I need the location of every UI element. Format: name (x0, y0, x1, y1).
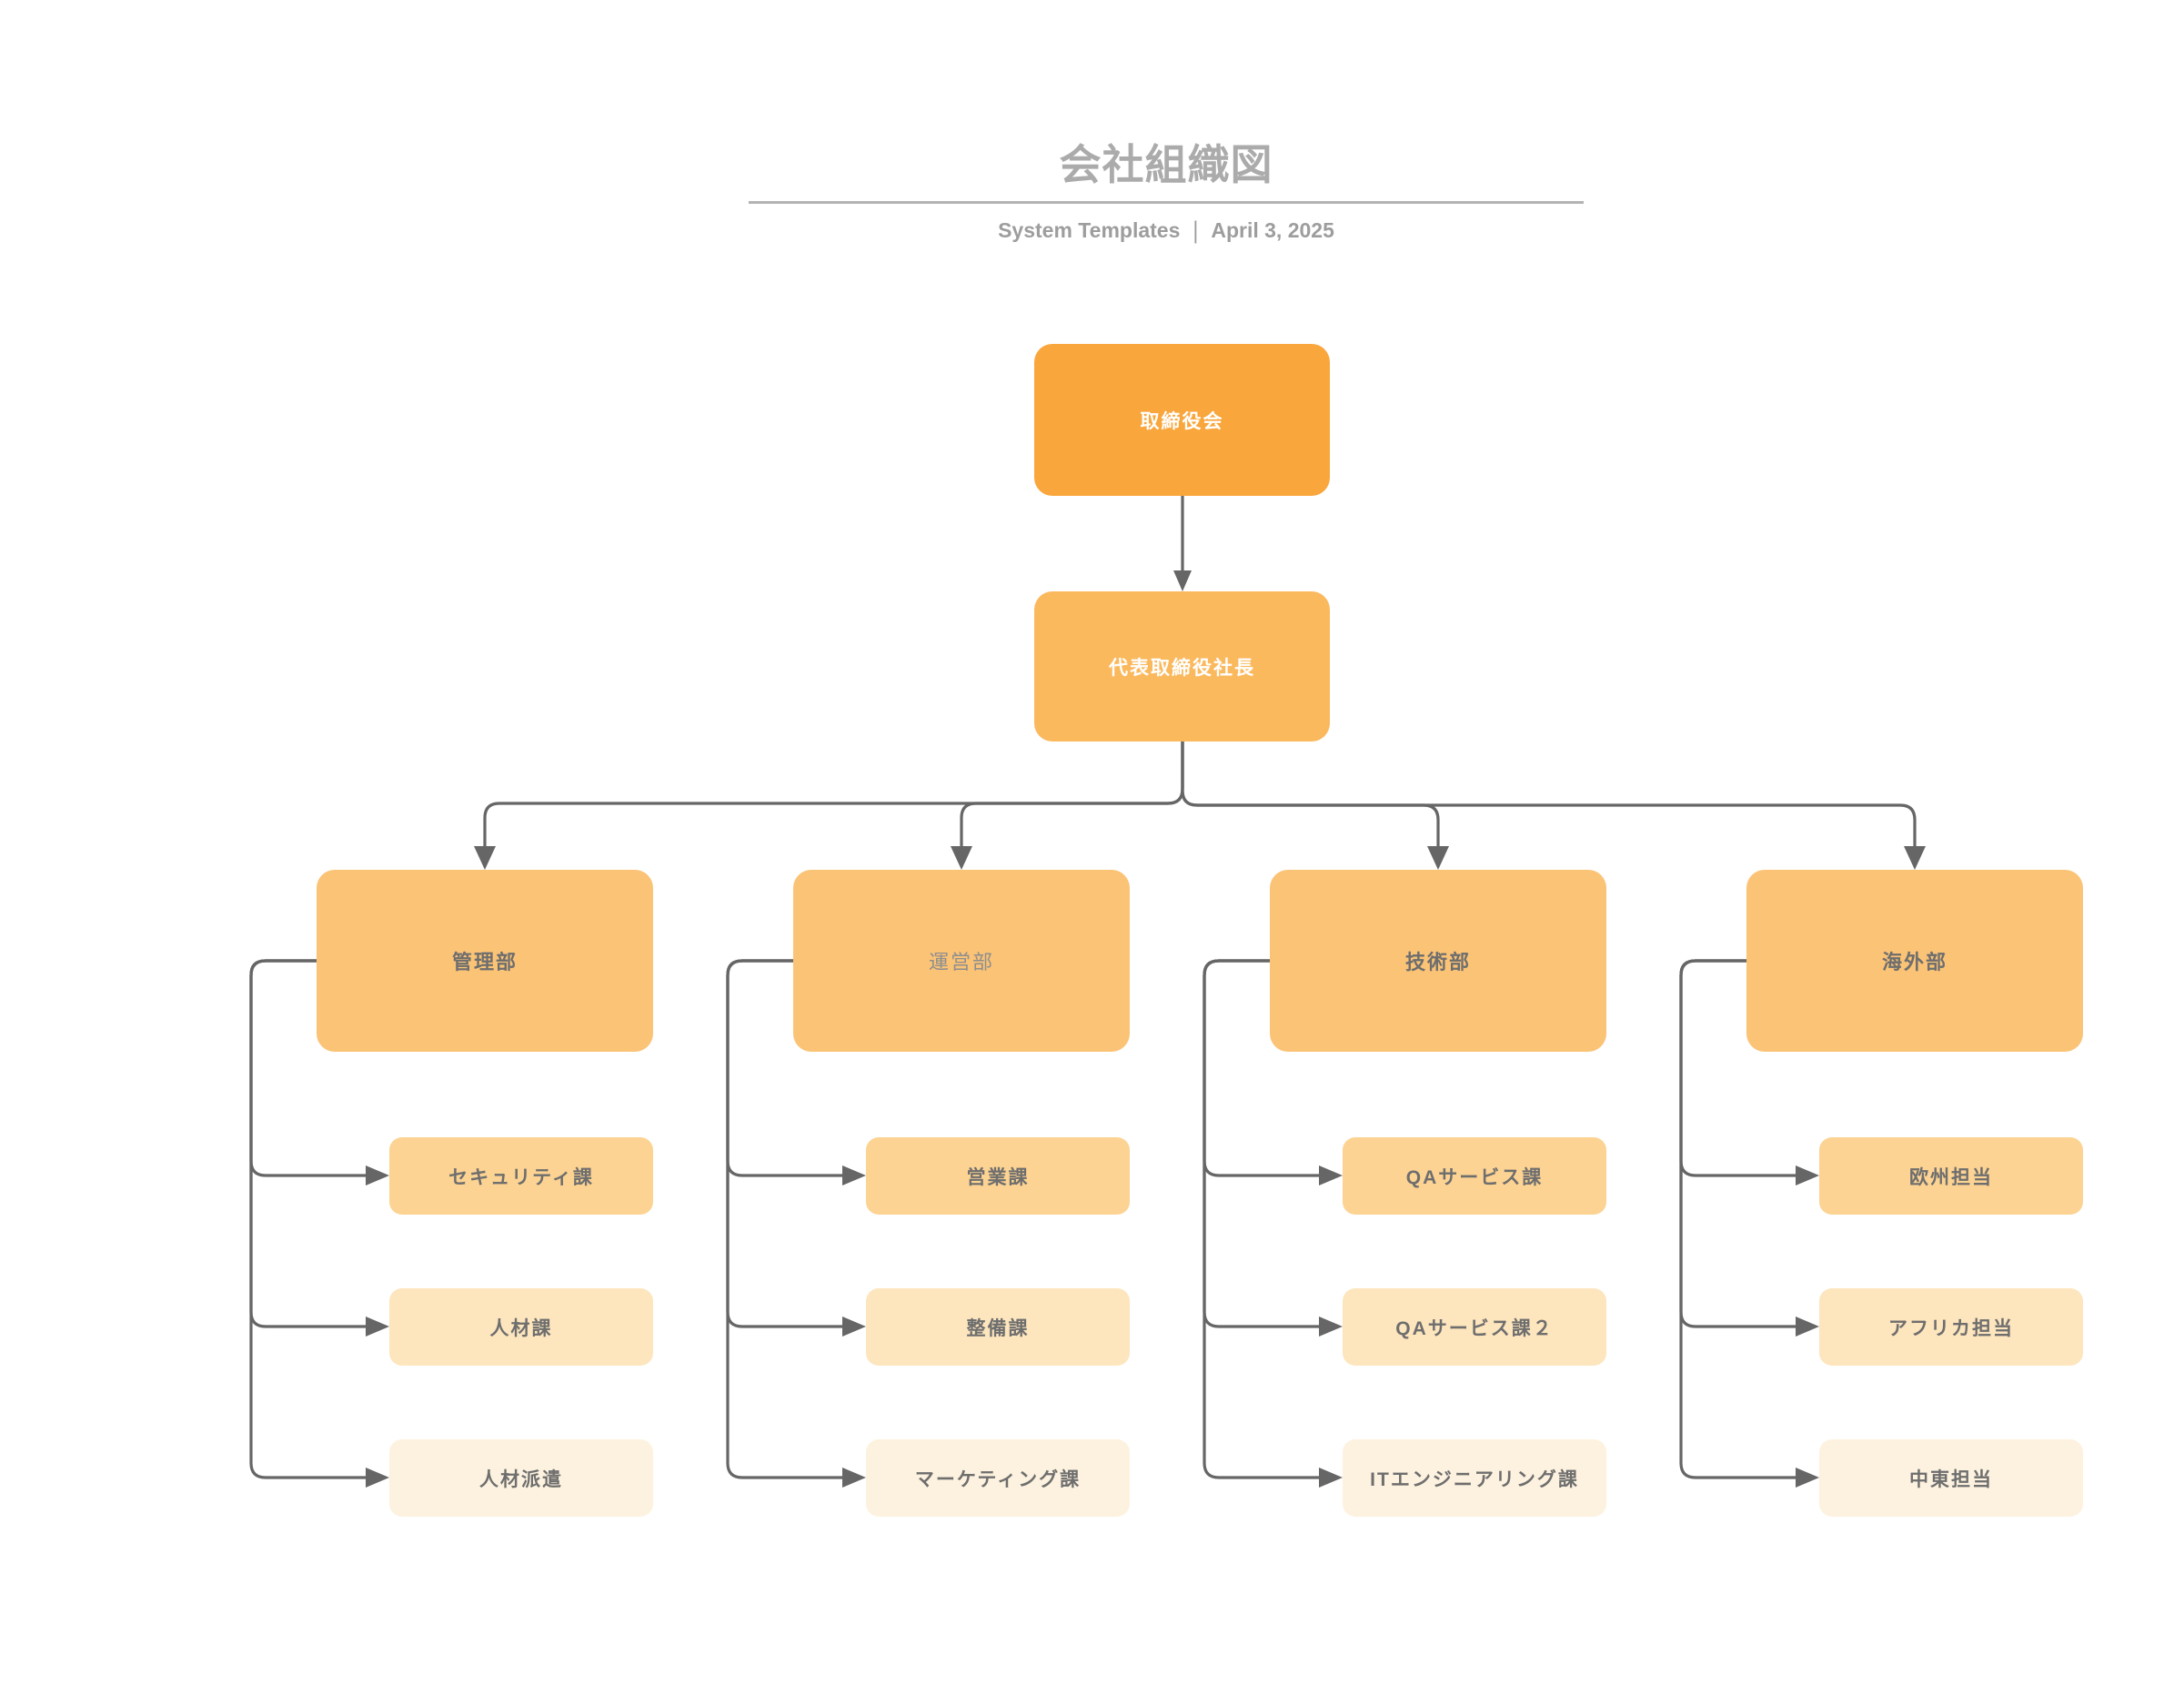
node-child-security[interactable]: セキュリティ課 (389, 1137, 653, 1215)
node-dept-overseas[interactable]: 海外部 (1746, 870, 2083, 1052)
page-title: 会社組織図 (1059, 141, 1273, 188)
connector-dept1-child2 (726, 959, 866, 1488)
node-child-sales[interactable]: 営業課 (866, 1137, 1130, 1215)
node-president[interactable]: 代表取締役社長 (1034, 591, 1330, 742)
node-child-staffing[interactable]: 人材派遣 (389, 1439, 653, 1517)
subtitle: System Templates | April 3, 2025 (749, 216, 1584, 245)
subtitle-separator: | (1193, 216, 1199, 244)
node-child-it-engineering[interactable]: ITエンジニアリング課 (1343, 1439, 1606, 1517)
connector-dept3-child2 (1679, 959, 1819, 1488)
node-child-qa-service-2[interactable]: QAサービス課２ (1343, 1288, 1606, 1366)
node-child-middle-east[interactable]: 中東担当 (1819, 1439, 2083, 1517)
connector-dept2-child2 (1203, 959, 1343, 1488)
node-dept-technology[interactable]: 技術部 (1270, 870, 1606, 1052)
subtitle-author: System Templates (998, 217, 1181, 242)
node-child-qa-service[interactable]: QAサービス課 (1343, 1137, 1606, 1215)
node-dept-admin[interactable]: 管理部 (317, 870, 653, 1052)
connector-dept0-child2 (249, 959, 389, 1488)
node-child-marketing[interactable]: マーケティング課 (866, 1439, 1130, 1517)
node-child-hr[interactable]: 人材課 (389, 1288, 653, 1366)
subtitle-date: April 3, 2025 (1211, 217, 1334, 242)
connector-ceo-dept-3 (1181, 742, 1926, 870)
connector-root-ceo (1173, 496, 1192, 591)
node-child-africa[interactable]: アフリカ担当 (1819, 1288, 2083, 1366)
node-board[interactable]: 取締役会 (1034, 344, 1330, 496)
node-dept-operations[interactable]: 運営部 (793, 870, 1130, 1052)
node-child-europe[interactable]: 欧州担当 (1819, 1137, 2083, 1215)
title-divider (749, 201, 1584, 204)
connector-ceo-dept-1 (951, 742, 1184, 870)
connector-ceo-dept-0 (474, 742, 1184, 870)
node-child-maintenance[interactable]: 整備課 (866, 1288, 1130, 1366)
